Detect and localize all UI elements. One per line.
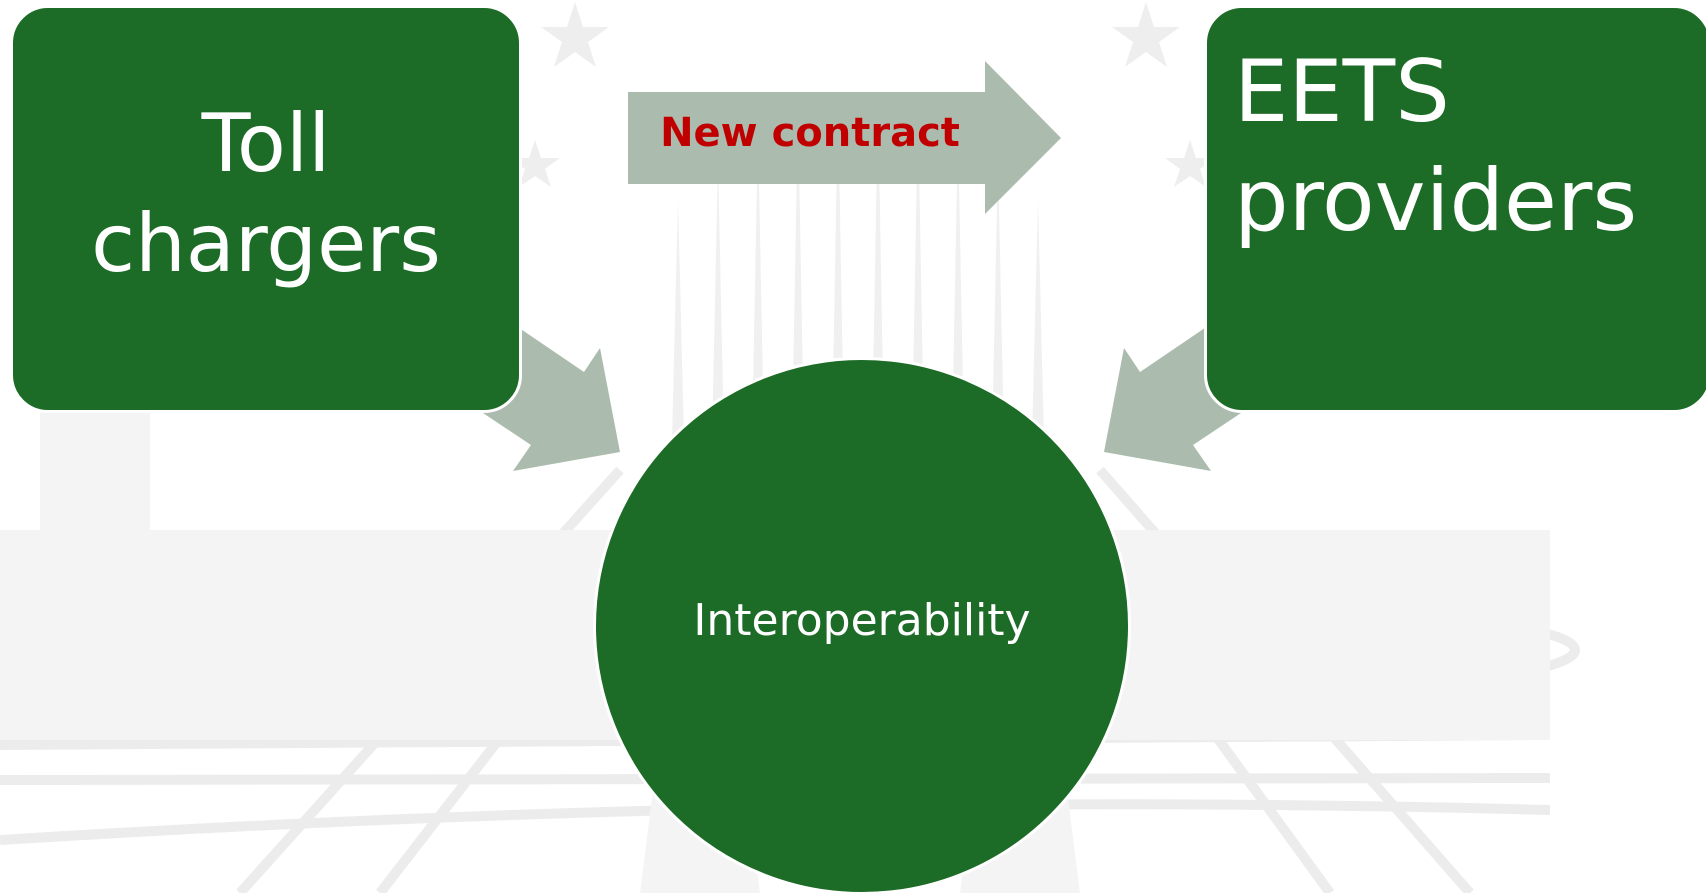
bg-star (1112, 2, 1180, 67)
eets-providers-label: EETS providers (1234, 42, 1638, 252)
bg-spike (712, 160, 724, 440)
interoperability-label: Interoperability (693, 594, 1031, 646)
bg-star (541, 2, 609, 67)
bg-spike (672, 200, 684, 440)
new-contract-label: New contract (660, 110, 960, 156)
interoperability-circle: Interoperability (593, 357, 1131, 893)
new-contract-arrow (628, 61, 1061, 214)
bg-spike (872, 100, 884, 440)
bg-star (1165, 140, 1215, 187)
bg-column (40, 400, 150, 540)
bg-spike (912, 110, 924, 440)
bg-spike (752, 130, 764, 440)
toll-chargers-box: Toll chargers (10, 5, 522, 413)
bg-star (510, 140, 560, 187)
bg-spike (832, 100, 844, 440)
bg-spike (992, 160, 1004, 440)
bg-spike (1032, 200, 1044, 440)
eets-providers-box: EETS providers (1204, 5, 1706, 413)
bg-spike (792, 110, 804, 440)
bg-spike (952, 130, 964, 440)
toll-chargers-label: Toll chargers (91, 97, 441, 290)
